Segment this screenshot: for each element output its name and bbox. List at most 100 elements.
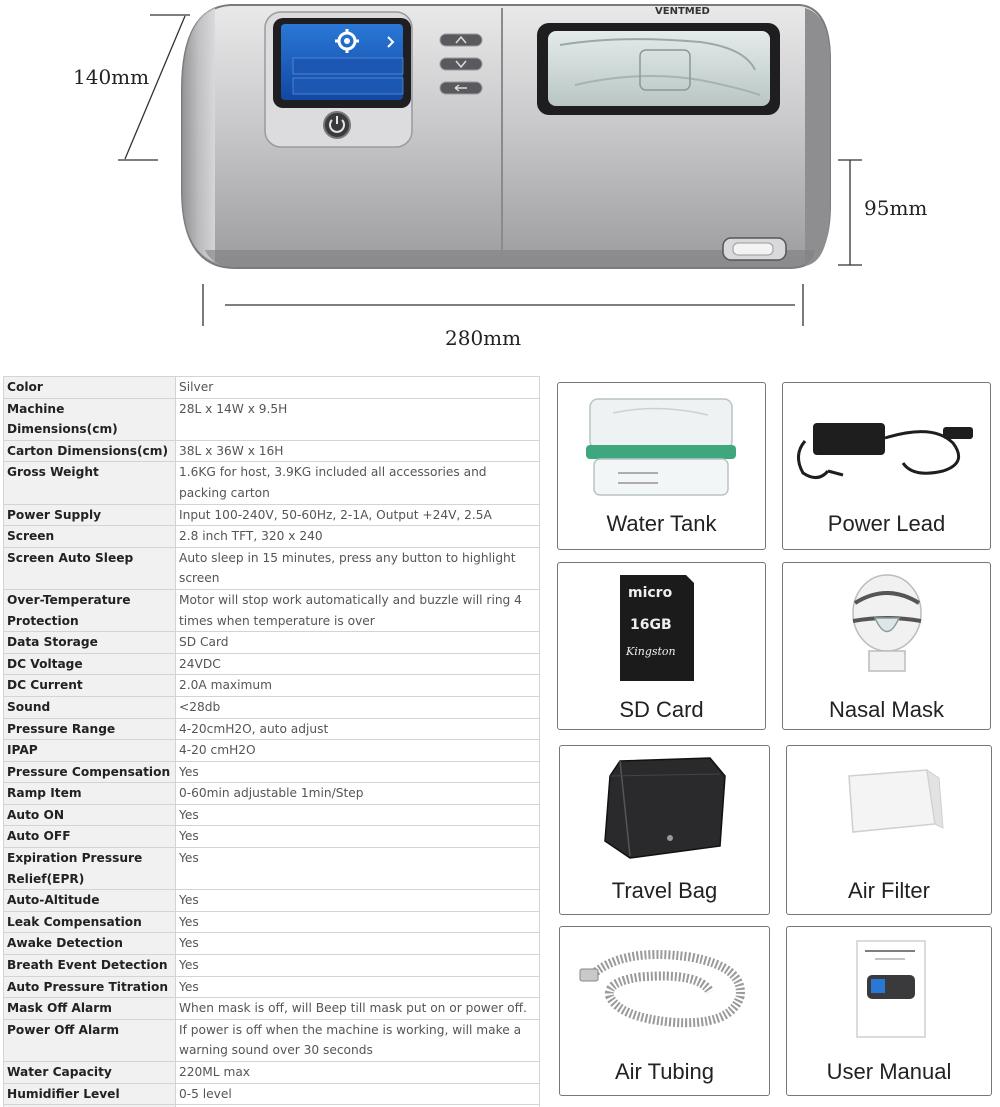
spec-label: Machine Dimensions(cm) [3, 397, 176, 441]
spec-value: 2.8 inch TFT, 320 x 240 [175, 525, 540, 548]
spec-value: SD Card [175, 631, 540, 654]
spec-value: Yes [175, 760, 540, 784]
spec-value: Yes [175, 932, 540, 956]
accessory-label: User Manual [826, 1059, 952, 1084]
travel-bag-icon [604, 757, 726, 859]
spec-label: Pressure Compensation [3, 760, 176, 784]
spec-value: 24VDC [175, 652, 540, 676]
spec-value: Yes [175, 825, 540, 849]
spec-label: Power Supply [3, 503, 176, 527]
svg-text:Kingston: Kingston [625, 645, 676, 658]
spec-row: Expiration Pressure Relief(EPR)Yes [3, 847, 540, 891]
spec-value: 4-20 cmH2O [175, 739, 540, 762]
accessory-label: Water Tank [606, 511, 717, 536]
accessory-card-sd-card: micro 16GB Kingston SD Card [557, 562, 766, 730]
spec-value: 2.0A maximum [175, 674, 540, 697]
up-button[interactable] [439, 33, 483, 47]
spec-label: DC Current [3, 674, 176, 697]
spec-label: Color [3, 376, 176, 399]
spec-value: Motor will stop work automatically and b… [175, 588, 540, 633]
spec-value: 38L x 36W x 16H [175, 439, 540, 463]
accessory-label: Nasal Mask [829, 697, 944, 722]
spec-value: Yes [175, 975, 540, 999]
spec-value: 0-5 level [175, 1082, 540, 1106]
accessory-label: SD Card [619, 697, 704, 722]
spec-label: Carton Dimensions(cm) [3, 439, 176, 463]
product-hero: VENTMED 140mm 95mm 280mm [0, 0, 1000, 370]
spec-value: Yes [175, 954, 540, 977]
down-button[interactable] [439, 57, 483, 71]
accessory-card-air-tubing: Air Tubing [559, 926, 770, 1096]
accessory-card-nasal-mask: Nasal Mask [782, 562, 991, 730]
spec-label: Auto-Altitude [3, 889, 176, 912]
svg-text:micro: micro [628, 585, 673, 601]
spec-label: Auto Pressure Titration [3, 975, 176, 999]
spec-value: Yes [175, 847, 540, 891]
spec-value: If power is off when the machine is work… [175, 1018, 540, 1063]
spec-label: Expiration Pressure Relief(EPR) [3, 847, 176, 891]
water-tank-icon [586, 398, 736, 496]
sd-card-icon: micro 16GB Kingston [620, 575, 694, 681]
spec-label: Data Storage [3, 631, 176, 654]
spec-row: Sound<28db [3, 695, 540, 719]
spec-value: When mask is off, will Beep till mask pu… [175, 997, 540, 1020]
spec-value: Integrated Heated Humidifier [175, 1104, 540, 1107]
air-filter-icon [848, 768, 944, 833]
spec-label: Breath Event Detection [3, 954, 176, 977]
accessory-label: Power Lead [827, 511, 946, 536]
spec-label: Gross Weight [3, 461, 176, 505]
spec-value: 4-20cmH2O, auto adjust [175, 717, 540, 741]
air-tubing-icon [579, 950, 745, 1028]
enter-button[interactable] [439, 81, 483, 95]
accessory-card-user-manual: User Manual [786, 926, 992, 1096]
spec-row: HumidifierIntegrated Heated Humidifier [3, 1104, 540, 1107]
spec-value: Yes [175, 889, 540, 912]
spec-value: 28L x 14W x 9.5H [175, 397, 540, 441]
spec-value: <28db [175, 695, 540, 719]
power-adapter-icon [797, 423, 973, 479]
gear-icon [335, 29, 359, 53]
accessory-card-air-filter: Air Filter [786, 745, 992, 915]
spec-value: 220ML max [175, 1061, 540, 1084]
spec-label: Auto OFF [3, 825, 176, 849]
spec-label: Screen [3, 525, 176, 548]
spec-label: Humidifier Level [3, 1082, 176, 1106]
spec-label: Power Off Alarm [3, 1018, 176, 1063]
spec-value: Yes [175, 910, 540, 934]
accessory-card-water-tank: Water Tank [557, 382, 766, 550]
spec-label: Sound [3, 695, 176, 719]
spec-value: Auto sleep in 15 minutes, press any butt… [175, 546, 540, 590]
accessory-label: Air Tubing [614, 1059, 715, 1084]
height-dimension: 95mm [864, 196, 928, 220]
spec-label: Leak Compensation [3, 910, 176, 934]
user-manual-icon [856, 940, 926, 1038]
spec-value: Input 100-240V, 50-60Hz, 2-1A, Output +2… [175, 503, 540, 527]
spec-label: Auto ON [3, 803, 176, 827]
spec-label: Ramp Item [3, 782, 176, 805]
spec-row: Carton Dimensions(cm)38L x 36W x 16H [3, 439, 540, 463]
spec-value: Yes [175, 803, 540, 827]
spec-label: Mask Off Alarm [3, 997, 176, 1020]
accessory-card-power-lead: Power Lead [782, 382, 991, 550]
depth-dimension: 140mm [73, 65, 150, 89]
spec-value: 1.6KG for host, 3.9KG included all acces… [175, 461, 540, 505]
power-icon[interactable] [323, 111, 351, 139]
